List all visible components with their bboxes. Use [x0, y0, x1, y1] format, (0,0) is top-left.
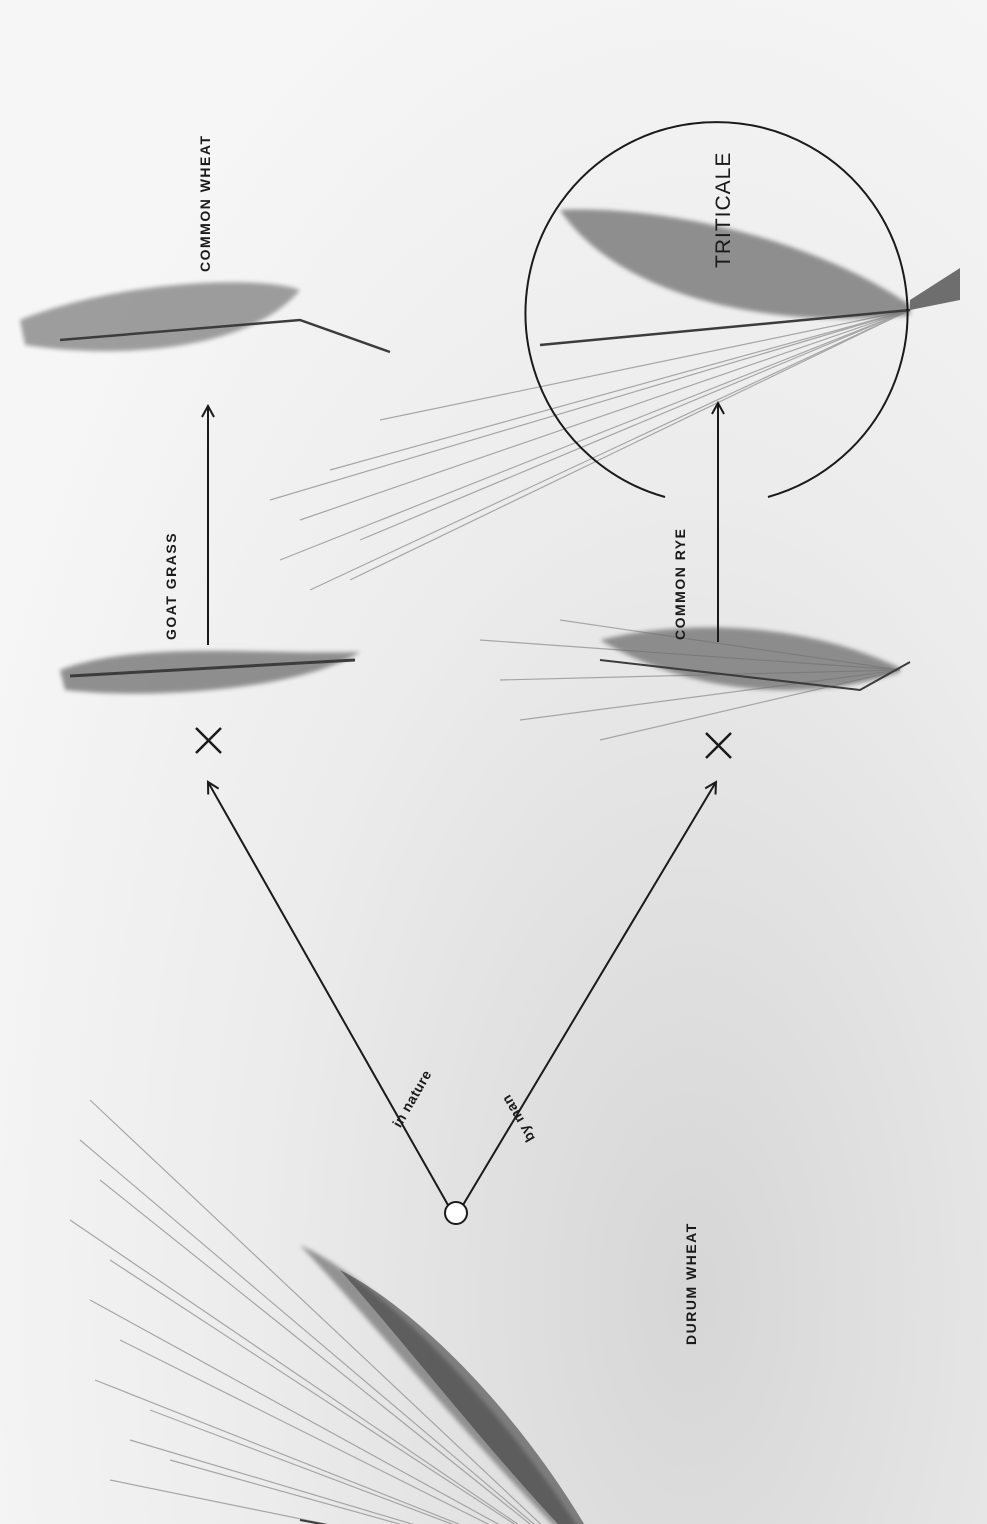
triticale-label: TRITICALE — [712, 152, 736, 268]
common-wheat-spike — [20, 282, 390, 352]
cross-symbol-bottom — [706, 733, 731, 758]
common-wheat-label: COMMON WHEAT — [197, 135, 213, 273]
goat-grass-spike — [60, 651, 360, 694]
durum-wheat-spike — [70, 1100, 620, 1524]
cross-symbol-top — [196, 728, 221, 753]
triticale-spike — [270, 209, 960, 590]
common-rye-spike — [480, 620, 910, 740]
goat-grass-label: GOAT GRASS — [163, 532, 179, 640]
in-nature-arrow — [208, 782, 448, 1205]
by-man-arrow — [463, 782, 716, 1205]
common-rye-label: COMMON RYE — [672, 528, 688, 640]
durum-wheat-label: DURUM WHEAT — [683, 1222, 699, 1345]
